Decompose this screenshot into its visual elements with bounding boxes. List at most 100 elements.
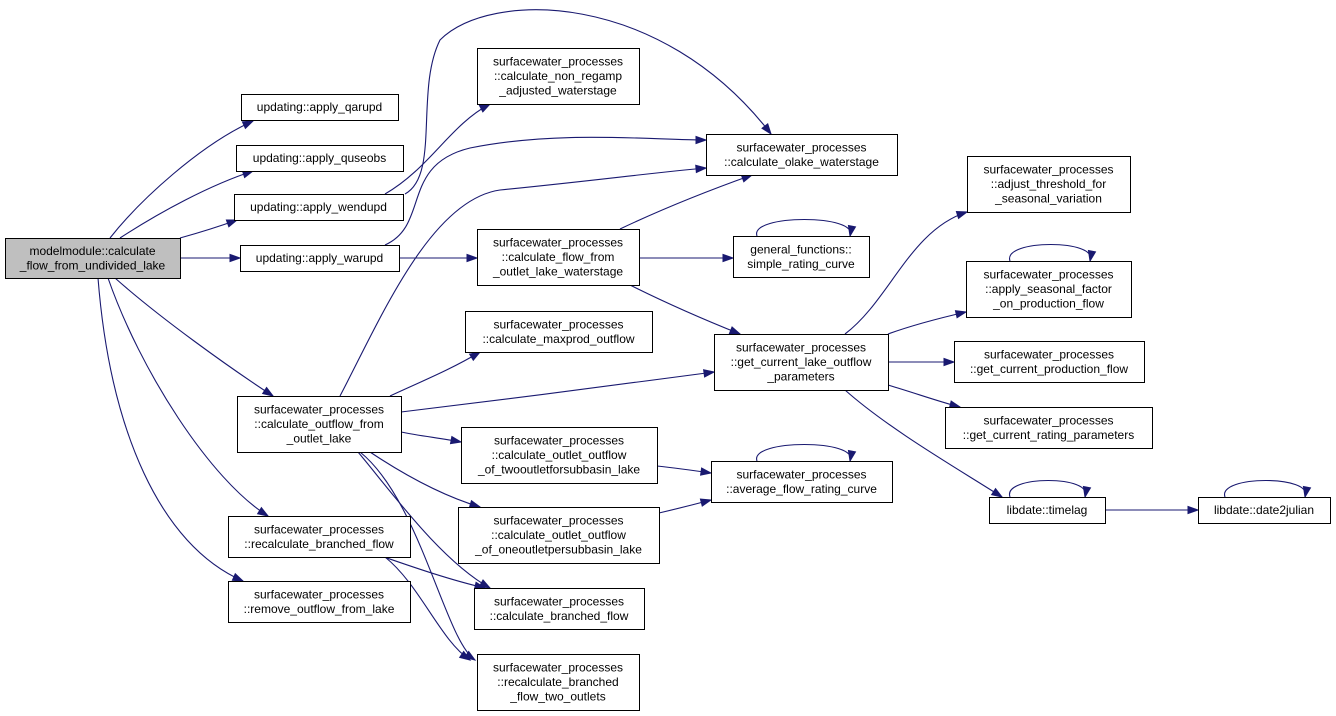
node-label: updating::apply_quseobs: [253, 151, 386, 165]
node-timelag[interactable]: libdate::timelag: [989, 497, 1106, 524]
node-label: surfacewater_processes: [494, 594, 624, 608]
edge-apply_warupd-to-calc_olake_ws: [384, 135, 708, 246]
edge-timelag-to-date2julian: [1105, 505, 1200, 515]
node-label: ::calculate_non_regamp: [494, 69, 622, 83]
node-label: surfacewater_processes: [494, 434, 624, 448]
edge-line: [359, 451, 476, 661]
node-box: [966, 261, 1132, 318]
edge-root-to-apply_warupd: [179, 253, 242, 263]
node-box: [465, 311, 653, 353]
edge-line: [1224, 480, 1307, 498]
edge-calc_flow_from_outlet-to-get_current_lake_outflow: [629, 284, 742, 335]
node-calc_maxprod[interactable]: surfacewater_processes::calculate_maxpro…: [465, 311, 653, 353]
edge-root-to-remove_outflow: [97, 277, 245, 582]
node-apply_seasonal_factor[interactable]: surfacewater_processes::apply_seasonal_f…: [966, 261, 1132, 318]
node-box: [1198, 497, 1331, 524]
edge-date2julian-to-date2julian: [1224, 480, 1312, 499]
node-box: [474, 588, 645, 630]
node-get_current_production_flow[interactable]: surfacewater_processes::get_current_prod…: [954, 341, 1145, 383]
node-label: surfacewater_processes: [493, 55, 623, 69]
node-apply_quseobs[interactable]: updating::apply_quseobs: [236, 145, 404, 172]
edge-get_current_lake_outflow-to-get_current_rating_params: [887, 384, 962, 409]
node-box: [228, 581, 411, 623]
edge-arrowhead: [695, 164, 708, 174]
node-label: _outlet_lake: [286, 432, 352, 446]
edge-get_current_lake_outflow-to-adjust_threshold: [844, 211, 969, 335]
node-calc_outlet_one[interactable]: surfacewater_processes::calculate_outlet…: [458, 507, 660, 564]
edge-line: [1009, 479, 1087, 498]
node-calc_outlet_two[interactable]: surfacewater_processes::calculate_outlet…: [461, 427, 658, 484]
node-calc_olake_ws[interactable]: surfacewater_processes::calculate_olake_…: [706, 134, 898, 176]
edge-arrowhead: [954, 310, 968, 319]
edge-arrowhead: [229, 253, 242, 263]
node-label: surfacewater_processes: [254, 403, 384, 417]
edge-recalc_branched-to-recalc_branched_two: [384, 556, 472, 661]
edge-calc_outflow_from_outlet-to-calc_maxprod: [389, 351, 482, 397]
node-box: [236, 145, 404, 172]
node-label: ::get_current_production_flow: [970, 362, 1128, 376]
node-apply_warupd[interactable]: updating::apply_warupd: [240, 245, 400, 272]
node-apply_wendupd[interactable]: updating::apply_wendupd: [234, 194, 404, 221]
node-simple_rating_curve[interactable]: general_functions::simple_rating_curve: [733, 236, 870, 278]
node-label: surfacewater_processes: [736, 140, 866, 154]
edge-arrowhead: [722, 253, 735, 263]
node-label: updating::apply_warupd: [256, 251, 383, 265]
node-label: surfacewater_processes: [983, 163, 1113, 177]
node-get_current_rating_params[interactable]: surfacewater_processes::get_current_rati…: [945, 407, 1153, 449]
node-remove_outflow[interactable]: surfacewater_processes::remove_outflow_f…: [228, 581, 411, 623]
node-apply_qarupd[interactable]: updating::apply_qarupd: [241, 94, 399, 121]
node-box: [228, 516, 411, 558]
edge-arrowhead: [695, 135, 708, 145]
edge-avg_flow_rating-to-avg_flow_rating: [756, 444, 857, 463]
node-avg_flow_rating[interactable]: surfacewater_processes::average_flow_rat…: [711, 461, 893, 503]
edge-arrowhead: [231, 572, 245, 582]
node-label: ::calculate_maxprod_outflow: [482, 332, 634, 346]
edge-line: [97, 277, 244, 582]
node-box: [237, 396, 402, 453]
node-date2julian[interactable]: libdate::date2julian: [1198, 497, 1331, 524]
node-label: _adjusted_waterstage: [498, 84, 617, 98]
node-label: ::calculate_outflow_from: [254, 417, 383, 431]
edge-root-to-apply_wendupd: [179, 219, 239, 239]
node-label: libdate::date2julian: [1214, 503, 1314, 517]
node-recalc_branched_two[interactable]: surfacewater_processes::recalculate_bran…: [477, 654, 640, 711]
node-calc_branched[interactable]: surfacewater_processes::calculate_branch…: [474, 588, 645, 630]
node-box: [945, 407, 1153, 449]
edge-arrowhead: [847, 224, 857, 238]
edge-root-to-apply_qarupd: [109, 120, 255, 239]
node-recalc_branched[interactable]: surfacewater_processes::recalculate_bran…: [228, 516, 411, 558]
edge-arrowhead: [847, 449, 857, 463]
edge-arrowhead: [225, 219, 239, 228]
node-adjust_threshold[interactable]: surfacewater_processes::adjust_threshold…: [967, 156, 1131, 213]
node-root[interactable]: modelmodule::calculate_flow_from_undivid…: [5, 238, 181, 279]
edge-get_current_lake_outflow-to-apply_seasonal_factor: [887, 310, 968, 335]
node-box: [477, 48, 640, 105]
node-calc_flow_from_outlet[interactable]: surfacewater_processes::calculate_flow_f…: [477, 229, 640, 286]
edge-calc_outlet_two-to-avg_flow_rating: [656, 465, 713, 476]
node-label: ::recalculate_branched: [497, 675, 618, 689]
node-label: ::recalculate_branched_flow: [244, 537, 394, 551]
edge-arrowhead: [699, 467, 713, 476]
node-box: [967, 156, 1131, 213]
node-get_current_lake_outflow[interactable]: surfacewater_processes::get_current_lake…: [714, 334, 889, 391]
node-box: [733, 236, 870, 278]
edge-arrowhead: [458, 650, 472, 661]
edge-timelag-to-timelag: [1009, 479, 1092, 499]
node-box: [989, 497, 1106, 524]
node-box: [477, 654, 640, 711]
edge-calc_outflow_from_outlet-to-calc_olake_ws: [339, 164, 708, 397]
node-box: [711, 461, 893, 503]
node-label: _of_oneoutletpersubbasin_lake: [474, 543, 642, 557]
edge-simple_rating_curve-to-simple_rating_curve: [756, 219, 857, 238]
node-calc_non_regamp[interactable]: surfacewater_processes::calculate_non_re…: [477, 48, 640, 105]
node-label: _flow_from_undivided_lake: [19, 258, 166, 272]
nodes-layer: modelmodule::calculate_flow_from_undivid…: [5, 48, 1331, 711]
edge-line: [369, 451, 481, 508]
node-calc_outflow_from_outlet[interactable]: surfacewater_processes::calculate_outflo…: [237, 396, 402, 453]
node-label: ::calculate_outlet_outflow: [491, 528, 626, 542]
node-label: ::calculate_flow_from: [502, 250, 615, 264]
node-label: surfacewater_processes: [736, 467, 866, 481]
node-label: surfacewater_processes: [983, 268, 1113, 282]
node-label: libdate::timelag: [1007, 503, 1088, 517]
